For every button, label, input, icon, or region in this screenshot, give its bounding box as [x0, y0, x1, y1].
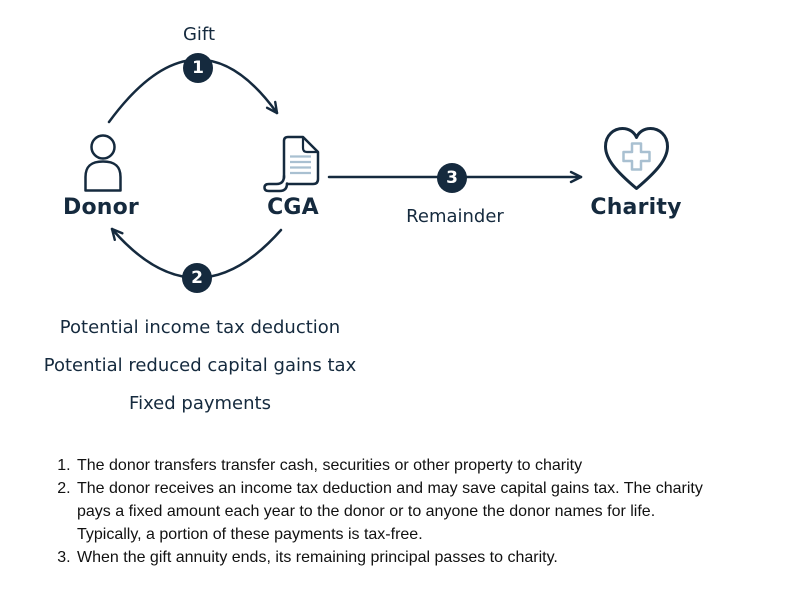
steps-list: The donor transfers transfer cash, secur… — [41, 454, 713, 569]
step-1-text: The donor transfers transfer cash, secur… — [75, 454, 713, 477]
step-3-text: When the gift annuity ends, its remainin… — [75, 546, 713, 569]
benefits-list: Potential income tax deduction Potential… — [0, 317, 400, 431]
cga-label: CGA — [267, 195, 319, 220]
benefit-fixed-payments: Fixed payments — [129, 393, 271, 414]
flow-diagram — [84, 58, 669, 279]
charity-label: Charity — [590, 195, 682, 220]
charity-heart-icon — [604, 127, 669, 190]
step-2-badge: 2 — [182, 263, 212, 293]
donor-label: Donor — [62, 195, 139, 220]
step-2-text: The donor receives an income tax deducti… — [75, 477, 713, 546]
document-text-lines-icon — [290, 155, 311, 175]
step-3-badge: 3 — [437, 163, 467, 193]
benefit-income-tax: Potential income tax deduction — [59, 317, 341, 338]
gift-label: Gift — [182, 24, 216, 45]
medical-plus-icon — [622, 142, 651, 171]
benefit-capital-gains: Potential reduced capital gains tax — [43, 355, 357, 376]
cga-document-icon — [263, 135, 320, 193]
donor-person-icon — [84, 134, 122, 192]
remainder-label: Remainder — [406, 206, 504, 227]
step-1-badge: 1 — [183, 53, 213, 83]
